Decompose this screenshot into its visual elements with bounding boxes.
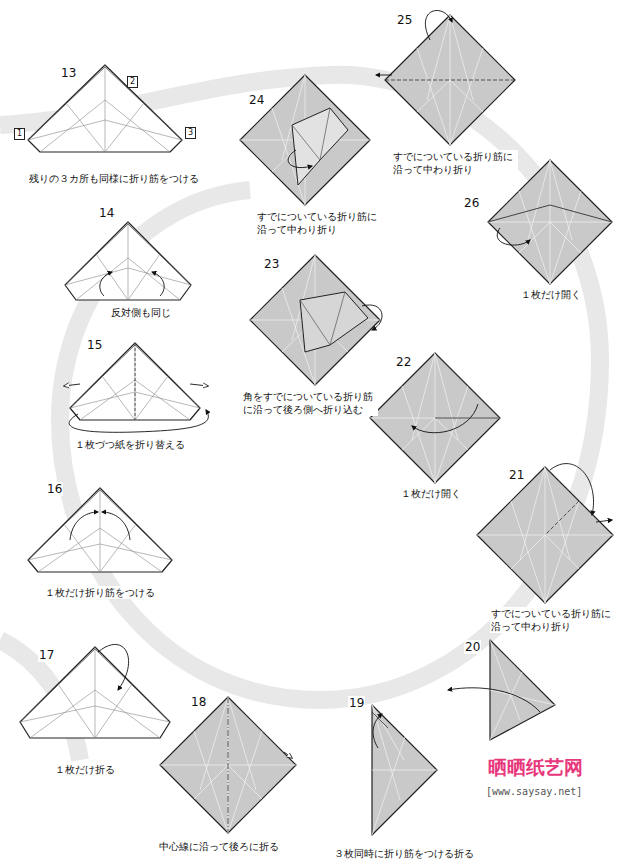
step-number: 22 [395,355,412,369]
step-number: 25 [396,13,413,27]
watermark-url: [www.saysay.net] [486,786,582,798]
step-number: 16 [46,482,63,496]
caption: １枚だけ開く [400,487,462,500]
callout-number: 1 [14,128,25,140]
watermark: 晒晒纸艺网 [488,756,583,778]
step-number: 24 [248,93,265,107]
step-number: 21 [508,468,525,482]
caption: すでについている折り筋に沿って中わり折り [490,607,616,633]
caption: １枚だけ開く [520,288,582,301]
step-number: 20 [464,640,481,654]
step-number: 15 [86,338,103,352]
caption: 中心線に沿って後ろに折る [158,840,280,853]
caption: すでについている折り筋に沿って中わり折り [392,150,518,176]
caption: ３枚同時に折り筋をつける折る [333,847,475,860]
caption: すでについている折り筋に沿って中わり折り [256,210,382,236]
caption: １枚だけ折り筋をつける [44,586,156,599]
step-number: 23 [263,257,280,271]
step-number: 18 [190,695,207,709]
step-number: 17 [38,648,55,662]
step-number: 13 [60,66,77,80]
caption: 角をすでについている折り筋に沿って後ろ側へ折り込む [242,390,378,416]
caption: １枚だけ折る [54,763,116,776]
step-number: 26 [463,196,480,210]
step-number: 14 [98,206,115,220]
step-number: 19 [348,696,365,710]
caption: １枚づつ紙を折り替える [74,438,186,451]
caption: 反対側も同じ [110,306,172,319]
callout-number: 3 [185,127,196,139]
caption: 残りの３カ所も同様に折り筋をつける [28,172,200,185]
callout-number: 2 [127,76,138,88]
